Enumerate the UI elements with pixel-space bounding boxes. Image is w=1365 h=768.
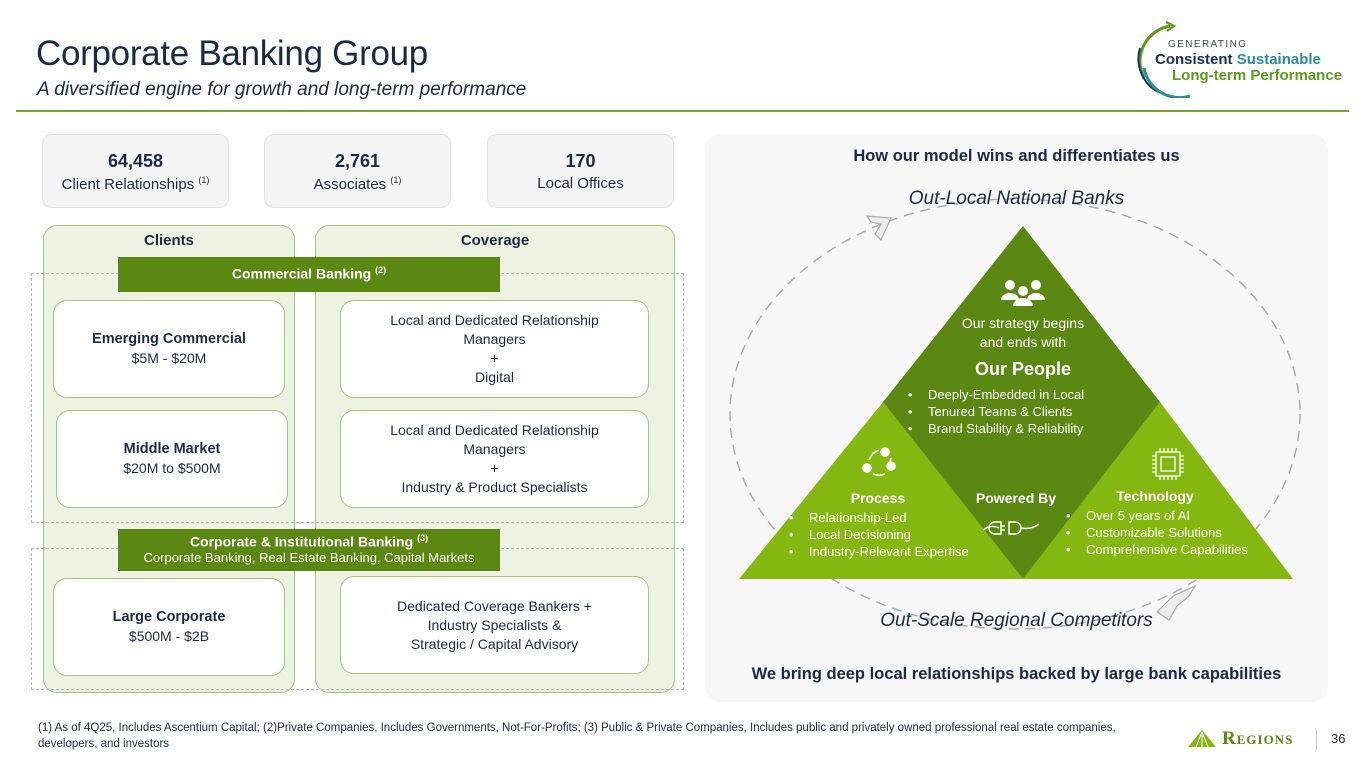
footer-divider	[1316, 730, 1317, 750]
stat-label: Client Relationships (1)	[61, 175, 210, 193]
regions-wordmark: Regions	[1222, 728, 1294, 749]
model-tagline: We bring deep local relationships backed…	[751, 665, 1282, 683]
out-scale-label: Out-Scale Regional Competitors	[880, 610, 1153, 631]
logo-generating-text: GENERATING	[1168, 39, 1248, 50]
stat-label: Local Offices	[537, 175, 624, 192]
coverage-card-advisory: Dedicated Coverage Bankers +Industry Spe…	[340, 576, 649, 674]
page-number: 36	[1331, 731, 1346, 746]
header-divider	[16, 110, 1349, 112]
stat-local-offices: 170 Local Offices	[487, 134, 674, 208]
model-title: How our model wins and differentiates us	[853, 147, 1180, 165]
list-item: Brand Stability & Reliability	[908, 420, 1084, 437]
list-item: Over 5 years of AI	[1066, 507, 1248, 524]
cycle-arrow-bottom-icon	[1156, 584, 1197, 621]
list-item: Industry-Relevant Expertise	[789, 543, 969, 560]
regions-logo-icon	[1188, 730, 1216, 748]
stat-value: 170	[565, 151, 596, 171]
page-title: Corporate Banking Group	[36, 34, 428, 73]
people-title: Our People	[974, 359, 1072, 379]
powered-by-label: Powered By	[975, 490, 1057, 506]
process-title: Process	[850, 490, 906, 506]
technology-bullets: Over 5 years of AICustomizable Solutions…	[1066, 507, 1248, 558]
list-item: Deeply-Embedded in Local	[908, 386, 1084, 403]
stat-client-relationships: 64,458 Client Relationships (1)	[42, 134, 229, 208]
list-item: Local Decisioning	[789, 526, 969, 543]
commercial-banking-band: Commercial Banking (2)	[118, 257, 500, 292]
technology-chip-icon	[1152, 448, 1184, 480]
logo-line-1: Consistent Sustainable	[1155, 51, 1321, 68]
client-card-large-corporate: Large Corporate$500M - $2B	[53, 578, 285, 676]
stat-value: 64,458	[107, 151, 164, 171]
people-icon	[1001, 280, 1045, 306]
process-bullets: Relationship-LedLocal DecisioningIndustr…	[789, 509, 969, 560]
generating-performance-logo-icon	[1137, 21, 1191, 98]
technology-title: Technology	[1116, 488, 1194, 504]
client-card-emerging-commercial: Emerging Commercial$5M - $20M	[53, 300, 285, 398]
people-bullets: Deeply-Embedded in LocalTenured Teams & …	[908, 386, 1084, 437]
list-item: Relationship-Led	[789, 509, 969, 526]
process-cycle-icon	[862, 447, 896, 476]
powered-by-plug-icon	[982, 521, 1040, 535]
out-local-label: Out-Local National Banks	[908, 188, 1125, 209]
logo-line-2: Long-term Performance	[1172, 67, 1343, 84]
logo-consistent: Consistent	[1155, 51, 1233, 68]
cycle-arrow-top-icon	[865, 215, 892, 242]
logo-sustainable: Sustainable	[1236, 51, 1321, 68]
footnote: (1) As of 4Q25, Includes Ascentium Capit…	[38, 722, 1116, 750]
list-item: Tenured Teams & Clients	[908, 403, 1084, 420]
corporate-banking-subtitle: Corporate Banking, Real Estate Banking, …	[143, 549, 475, 565]
stat-label: Associates (1)	[313, 175, 402, 193]
coverage-heading: Coverage	[460, 232, 530, 249]
page-subtitle: A diversified engine for growth and long…	[37, 79, 527, 100]
client-card-middle-market: Middle Market$20M to $500M	[56, 410, 288, 508]
clients-heading: Clients	[143, 232, 194, 249]
list-item: Comprehensive Capabilities	[1066, 541, 1248, 558]
corporate-banking-band: Corporate & Institutional Banking (3) Co…	[118, 529, 500, 571]
stat-associates: 2,761 Associates (1)	[264, 134, 451, 208]
cycle-dashed-ellipse	[729, 198, 1301, 630]
stat-value: 2,761	[334, 151, 381, 171]
list-item: Customizable Solutions	[1066, 524, 1248, 541]
